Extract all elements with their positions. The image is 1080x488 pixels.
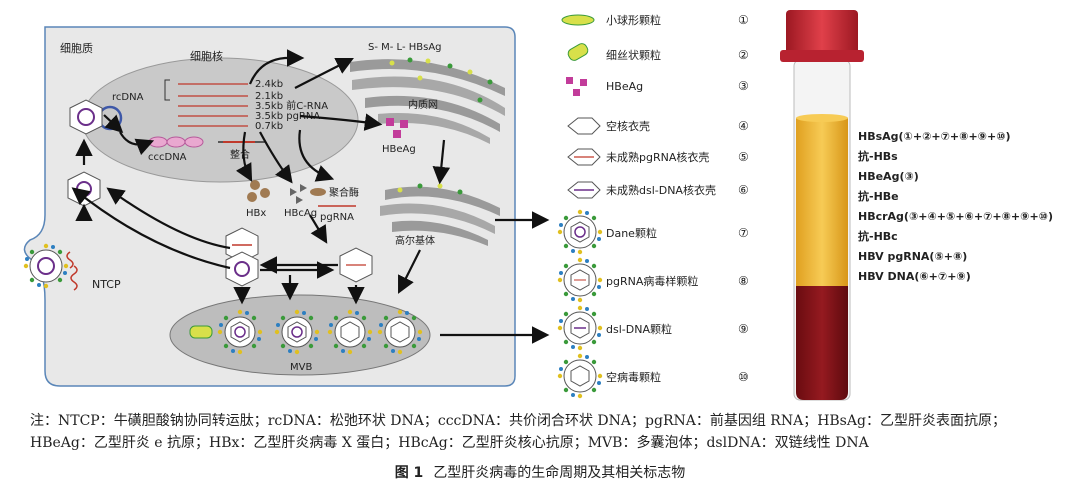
legend-label-8: pgRNA病毒样颗粒	[606, 274, 698, 288]
mvb-label: MVB	[290, 362, 312, 373]
marker-2: 抗-HBs	[858, 149, 898, 163]
legend-number-6: ⑥	[738, 183, 749, 197]
hbsag-surface-label: S- M- L- HBsAg	[368, 42, 442, 53]
legend-label-1: 小球形颗粒	[606, 13, 661, 27]
legend-number-9: ⑨	[738, 322, 749, 336]
marker-8: HBV DNA(⑥+⑦+⑨)	[858, 270, 971, 283]
legend-icon-empty-virion	[557, 353, 603, 399]
marker-5: HBcrAg(③+④+⑤+⑥+⑦+⑧+⑨+⑩)	[858, 210, 1053, 223]
legend-label-6: 未成熟dsl-DNA核衣壳	[606, 183, 716, 197]
legend-label-10: 空病毒颗粒	[606, 370, 661, 384]
mvb-virion-2	[274, 309, 320, 355]
figure-title: 乙型肝炎病毒的生命周期及其相关标志物	[433, 465, 686, 481]
transcript-4: 3.5kb pgRNA	[255, 111, 320, 122]
blood-cell-layer	[796, 286, 848, 400]
legend-number-1: ①	[738, 13, 749, 27]
empty-capsid-mid	[339, 247, 373, 283]
legend-label-2: 细丝状颗粒	[606, 48, 661, 62]
polymerase-shape	[310, 188, 326, 196]
mvb-filament	[189, 325, 213, 339]
tube-cap	[786, 10, 858, 58]
capsid-entering	[67, 171, 101, 207]
legend-icon-dsl-dna-capsid	[567, 181, 601, 199]
entering-virion	[23, 243, 69, 289]
hbcag-label: HBcAg	[284, 208, 317, 219]
hbcag-proteins	[290, 184, 307, 204]
legend	[557, 14, 603, 399]
golgi-label: 高尔基体	[395, 234, 435, 247]
figure-number: 图 1	[394, 465, 424, 481]
rcdna-label: rcDNA	[112, 92, 144, 103]
lifecycle-arrows	[71, 49, 550, 344]
hbv-lifecycle-figure: 细胞质 细胞核 rcDNA cccDNA 整合 2.4kb 2.1kb 3.5k…	[23, 10, 1053, 401]
transcript-lines	[164, 79, 248, 127]
marker-1: HBsAg(①+②+⑦+⑧+⑨+⑩)	[858, 130, 1011, 143]
er-label: 内质网	[408, 98, 438, 111]
nucleus-label: 细胞核	[190, 49, 223, 63]
pgrna-capsid	[225, 227, 259, 263]
hbx-proteins	[247, 180, 270, 202]
dna-capsid-mid	[225, 251, 259, 287]
mvb-virion-3	[327, 309, 373, 355]
blood-tube	[780, 10, 864, 401]
hbeag-cluster	[386, 118, 408, 138]
legend-number-10: ⑩	[738, 370, 749, 384]
legend-number-3: ③	[738, 79, 749, 93]
legend-label-3: HBeAg	[606, 80, 643, 93]
serum-layer	[796, 118, 848, 286]
ntcp-label: NTCP	[92, 278, 121, 291]
marker-6: 抗-HBc	[858, 229, 898, 243]
transcript-5: 0.7kb	[255, 121, 283, 132]
polymerase-label: 聚合酶	[329, 186, 359, 199]
legend-icon-pgrna-capsid	[567, 148, 601, 166]
legend-icon-hbeag	[566, 77, 587, 96]
legend-icon-dane	[557, 209, 603, 255]
legend-number-2: ②	[738, 48, 749, 62]
mvb-virion-1	[217, 309, 263, 355]
legend-number-5: ⑤	[738, 150, 749, 164]
legend-label-7: Dane颗粒	[606, 226, 657, 240]
figure-caption: 图 1 乙型肝炎病毒的生命周期及其相关标志物	[0, 462, 1080, 482]
legend-icon-small-sphere	[561, 14, 595, 26]
legend-label-5: 未成熟pgRNA核衣壳	[606, 150, 709, 164]
hbx-label: HBx	[246, 208, 266, 219]
golgi-apparatus	[380, 183, 500, 246]
transcript-2: 2.1kb	[255, 91, 283, 102]
legend-icon-filament	[567, 43, 589, 61]
legend-label-9: dsl-DNA颗粒	[606, 322, 672, 336]
legend-number-8: ⑧	[738, 274, 749, 288]
ntcp-receptor	[66, 251, 78, 291]
capsid-with-rcdna-left	[69, 99, 103, 135]
transcript-1: 2.4kb	[255, 79, 283, 90]
legend-number-4: ④	[738, 119, 749, 133]
cccdna-ovals	[148, 136, 204, 148]
hbeag-label: HBeAg	[382, 144, 416, 155]
legend-icon-empty-capsid	[567, 117, 601, 135]
marker-3: HBeAg(③)	[858, 170, 919, 183]
marker-4: 抗-HBe	[858, 189, 899, 203]
legend-label-4: 空核衣壳	[606, 119, 650, 133]
figure-note: 注：NTCP：牛磺胆酸钠协同转运肽；rcDNA：松弛环状 DNA；cccDNA：…	[30, 413, 1006, 451]
legend-icon-pgrna-vlp	[557, 257, 603, 303]
marker-7: HBV pgRNA(⑤+⑧)	[858, 250, 967, 263]
integration-label: 整合	[230, 148, 250, 161]
cytoplasm-label: 细胞质	[60, 42, 93, 55]
pgrna-label: pgRNA	[320, 212, 354, 223]
transcript-3: 3.5kb 前C-RNA	[255, 99, 328, 112]
legend-number-7: ⑦	[738, 226, 749, 240]
mvb-virion-4	[377, 309, 423, 355]
cccdna-label: cccDNA	[148, 152, 187, 163]
legend-icon-dsl-dna	[557, 305, 603, 351]
